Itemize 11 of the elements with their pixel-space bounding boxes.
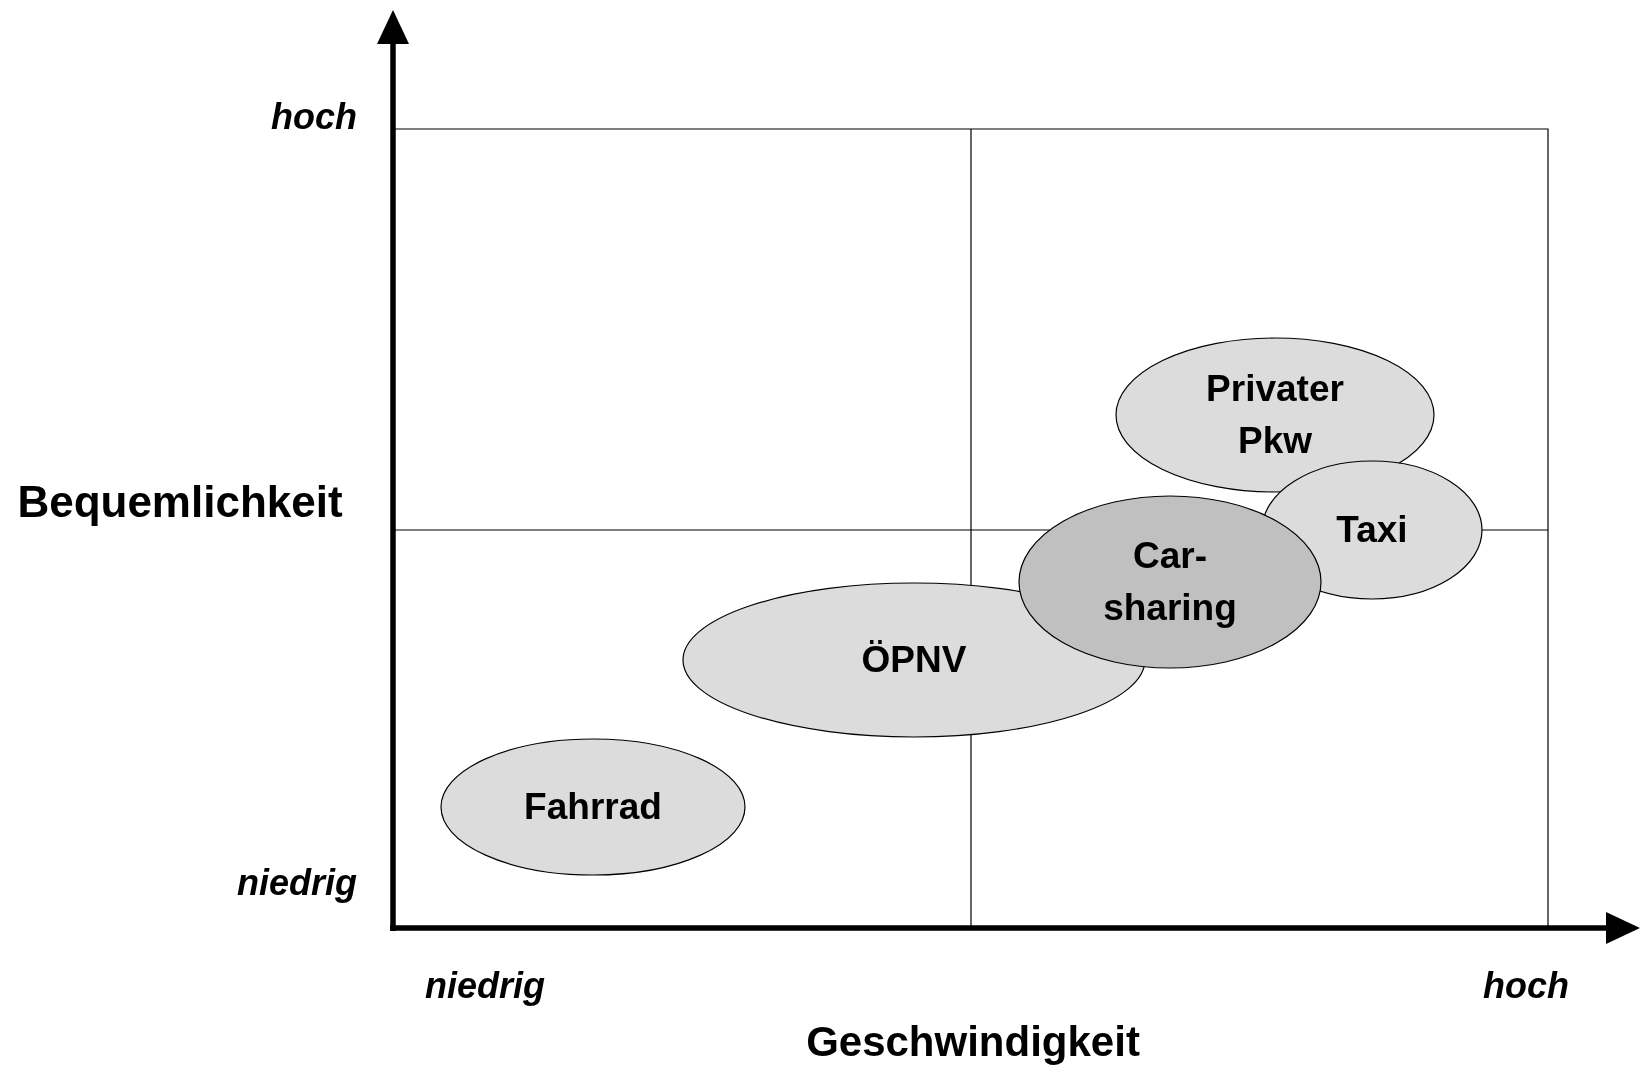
axis-level-label: niedrig — [425, 965, 545, 1008]
mode-label: Car- sharing — [1102, 534, 1238, 630]
mode-label: Privater Pkw — [1205, 367, 1345, 463]
axis-title: Bequemlichkeit — [17, 476, 343, 527]
mode-label: Taxi — [1336, 508, 1408, 553]
axis-level-label: hoch — [271, 96, 357, 139]
axis-level-label: hoch — [1483, 965, 1569, 1008]
axis-title: Geschwindigkeit — [806, 1017, 1140, 1066]
mode-label: ÖPNV — [861, 638, 967, 683]
axis-level-label: niedrig — [237, 862, 357, 905]
mode-label: Fahrrad — [524, 785, 662, 830]
